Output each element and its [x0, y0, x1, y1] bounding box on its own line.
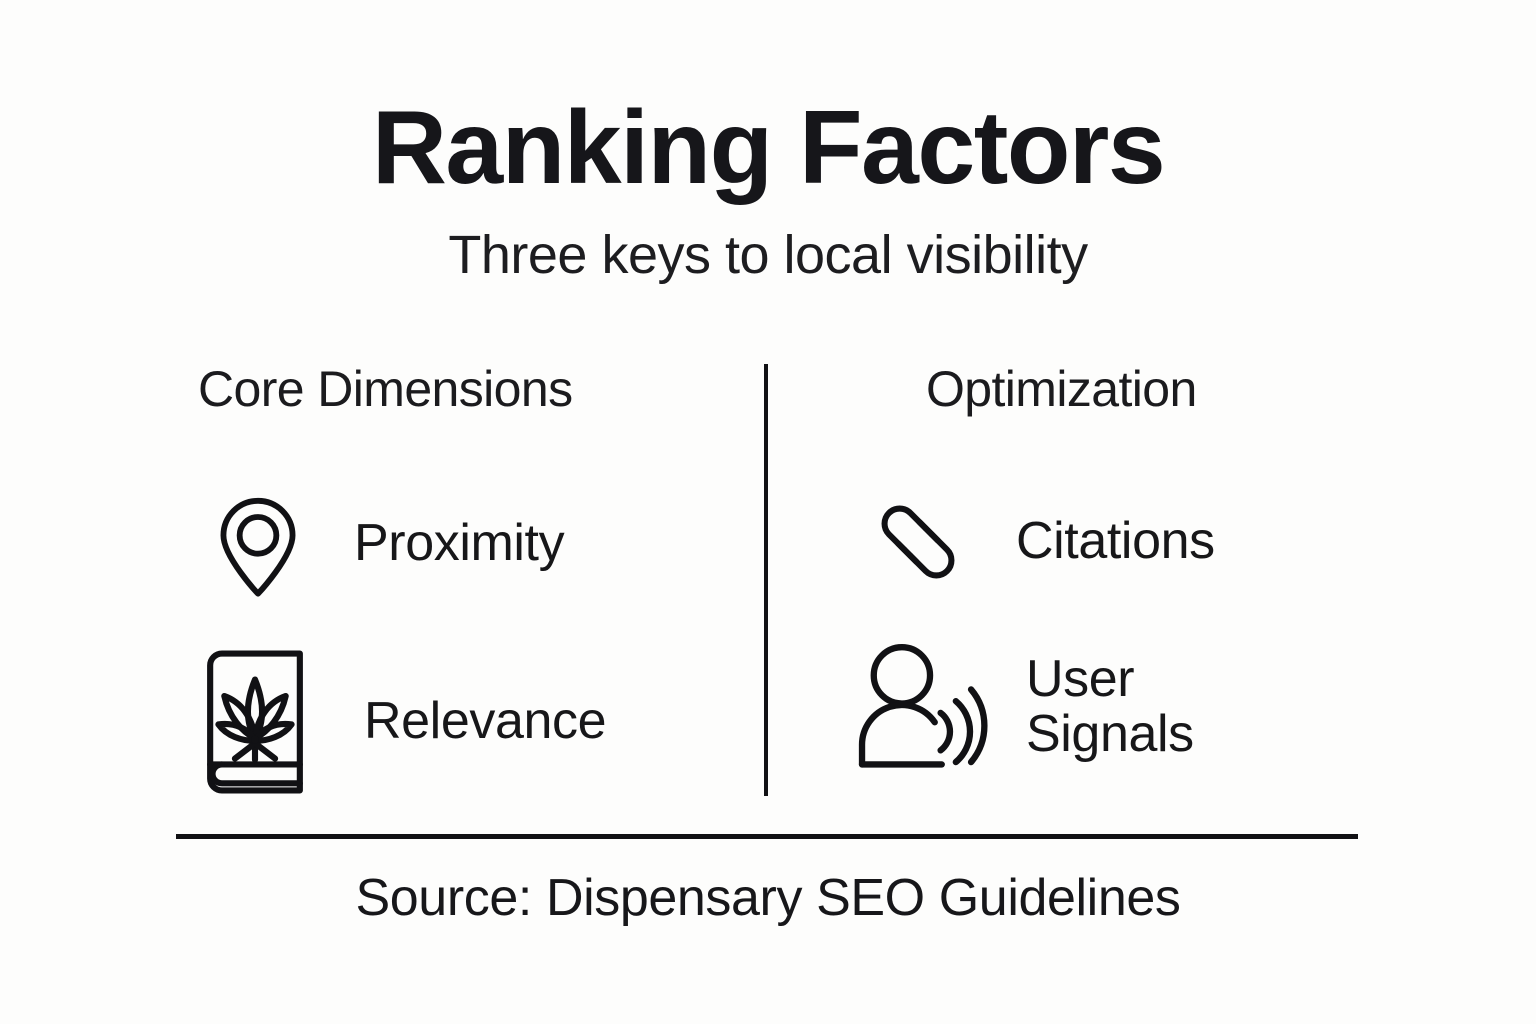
list-item-citations[interactable]: Citations — [858, 482, 1215, 602]
list-item-proximity[interactable]: Proximity — [198, 484, 565, 604]
column-heading-optimization: Optimization — [926, 361, 1197, 417]
chain-link-icon — [858, 482, 978, 602]
column-core-dimensions: Core Dimensions — [176, 364, 736, 424]
column-optimization: Optimization — [800, 364, 1360, 424]
list-item-user-signals[interactable]: User Signals — [852, 632, 1194, 782]
list-item-label-proximity: Proximity — [354, 514, 565, 573]
page-title: Ranking Factors — [371, 90, 1166, 206]
footer-divider — [176, 834, 1358, 839]
list-item-label-user-signals: User Signals — [1026, 649, 1194, 763]
vertical-divider — [764, 364, 768, 796]
columns-region: Core Dimensions Proximity — [0, 364, 1536, 796]
column-heading-core-dimensions: Core Dimensions — [198, 361, 573, 417]
map-pin-icon — [198, 484, 318, 604]
list-item-label-relevance: Relevance — [364, 692, 607, 751]
page-subtitle: Three keys to local visibility — [448, 225, 1088, 285]
list-item-relevance[interactable]: Relevance — [190, 642, 607, 802]
header-block: Ranking Factors Three keys to local visi… — [0, 96, 1536, 282]
book-cannabis-leaf-icon — [190, 642, 320, 802]
footer-block: Source: Dispensary SEO Guidelines — [0, 872, 1536, 924]
source-caption: Source: Dispensary SEO Guidelines — [355, 869, 1181, 927]
user-signal-waves-icon — [852, 632, 994, 782]
list-item-label-citations: Citations — [1016, 512, 1215, 571]
